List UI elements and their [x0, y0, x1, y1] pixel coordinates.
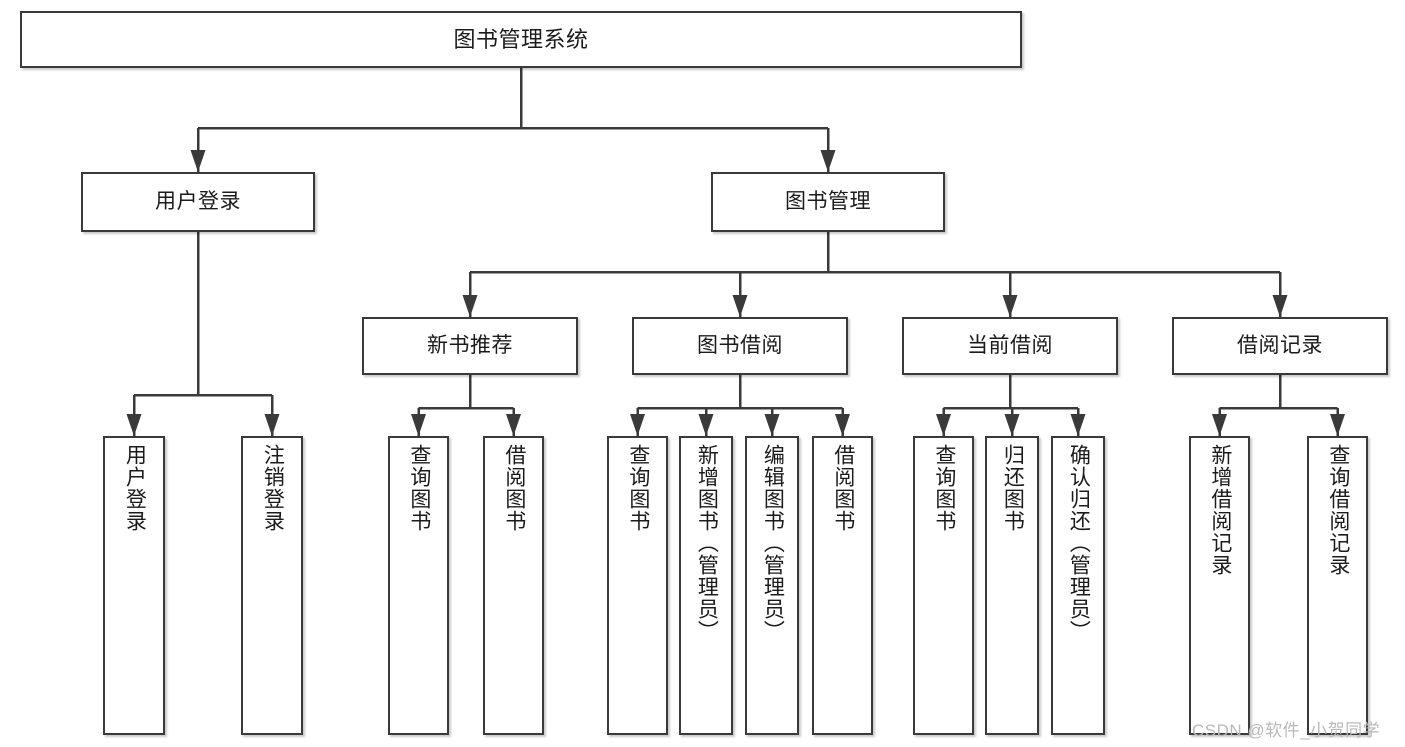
node-root[interactable]: 图书管理系统: [20, 11, 1022, 68]
arrowhead: [190, 150, 206, 172]
node-label: 新增借阅记录: [1208, 444, 1232, 576]
node-current-borrow[interactable]: 当前借阅: [902, 317, 1118, 375]
node-label: 查询图书: [932, 444, 956, 532]
arrowhead: [462, 295, 478, 317]
node-label: 注销登录: [261, 444, 285, 532]
node-leaf-query-record[interactable]: 查询借阅记录: [1307, 436, 1368, 735]
node-leaf-borrow-book-1[interactable]: 借阅图书: [483, 436, 544, 735]
arrowhead: [698, 414, 714, 436]
node-label: 图书借阅: [697, 333, 783, 357]
arrowhead: [1070, 414, 1086, 436]
node-leaf-return-book[interactable]: 归还图书: [985, 436, 1039, 735]
node-leaf-add-book[interactable]: 新增图书（管理员）: [679, 436, 733, 735]
node-label: 用户登录: [123, 444, 147, 532]
node-leaf-query-book-1[interactable]: 查询图书: [388, 436, 449, 735]
node-label: 查询图书: [626, 444, 650, 532]
arrowhead: [264, 414, 280, 436]
node-label: 查询借阅记录: [1326, 444, 1350, 576]
node-label: 归还图书: [1001, 444, 1025, 532]
node-label: 当前借阅: [967, 333, 1053, 357]
arrowhead: [1004, 414, 1020, 436]
arrowhead: [820, 150, 836, 172]
arrowhead: [1212, 414, 1227, 436]
node-label: 查询图书: [407, 444, 431, 532]
arrowhead: [506, 414, 521, 436]
node-leaf-user-login[interactable]: 用户登录: [103, 436, 165, 735]
node-label: 图书管理: [785, 189, 871, 213]
arrowhead: [411, 414, 426, 436]
node-leaf-borrow-book-2[interactable]: 借阅图书: [812, 436, 873, 735]
arrowhead: [1330, 414, 1345, 436]
arrowhead: [1272, 295, 1288, 317]
node-leaf-query-book-3[interactable]: 查询图书: [913, 436, 974, 735]
node-leaf-logout[interactable]: 注销登录: [241, 436, 303, 735]
node-label: 图书管理系统: [453, 26, 589, 52]
node-book-borrow[interactable]: 图书借阅: [632, 317, 848, 375]
node-label: 用户登录: [155, 189, 241, 213]
watermark: CSDN @软件_小贺同学: [1192, 721, 1381, 740]
node-leaf-query-book-2[interactable]: 查询图书: [607, 436, 668, 735]
node-label: 借阅记录: [1237, 333, 1323, 357]
node-label: 确认归还（管理员）: [1067, 444, 1091, 642]
arrowhead: [1002, 295, 1018, 317]
node-label: 借阅图书: [831, 444, 855, 532]
node-borrow-record[interactable]: 借阅记录: [1172, 317, 1388, 375]
arrowhead: [732, 295, 748, 317]
node-label: 编辑图书（管理员）: [761, 444, 785, 642]
arrowhead: [126, 414, 142, 436]
node-label: 借阅图书: [502, 444, 526, 532]
node-new-book-rec[interactable]: 新书推荐: [362, 317, 578, 375]
arrowhead: [936, 414, 951, 436]
node-label: 新书推荐: [427, 333, 513, 357]
node-leaf-edit-book[interactable]: 编辑图书（管理员）: [745, 436, 799, 735]
node-label: 新增图书（管理员）: [695, 444, 719, 642]
node-book-manage[interactable]: 图书管理: [711, 172, 945, 232]
node-user-login[interactable]: 用户登录: [81, 172, 315, 232]
arrowhead: [835, 414, 850, 436]
arrowhead: [630, 414, 645, 436]
arrowhead: [764, 414, 780, 436]
node-leaf-add-record[interactable]: 新增借阅记录: [1189, 436, 1250, 735]
node-leaf-confirm-return[interactable]: 确认归还（管理员）: [1051, 436, 1105, 735]
